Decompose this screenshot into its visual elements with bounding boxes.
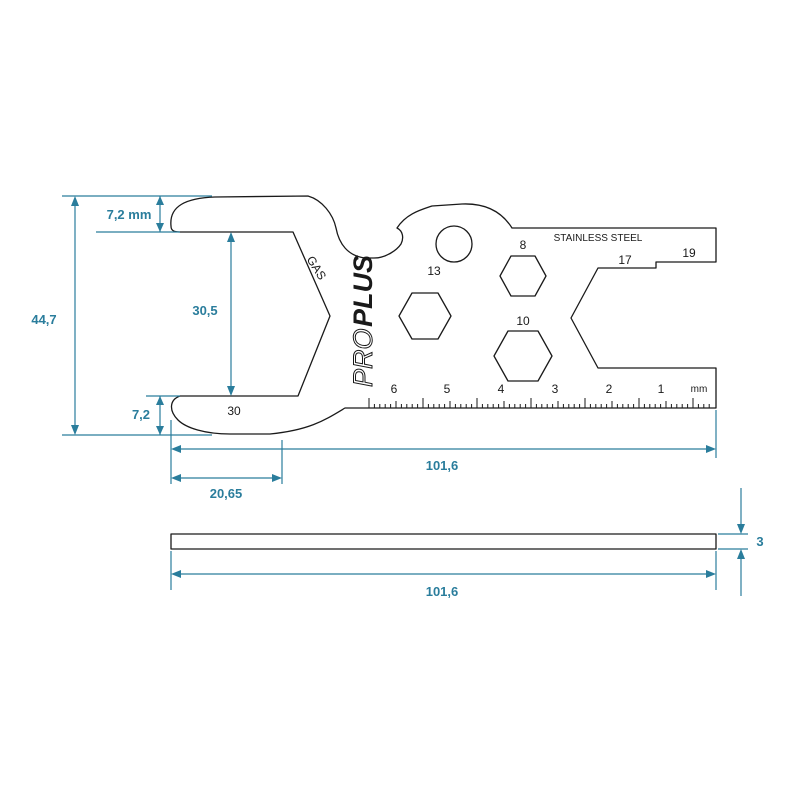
dimension-jaw-depth: 20,65 [171, 474, 282, 501]
ruler-label-2: 2 [606, 382, 613, 396]
material-label: STAINLESS STEEL [554, 233, 643, 244]
dimension-side-length: 101,6 [171, 570, 716, 599]
slot-17-label: 17 [618, 253, 632, 267]
hex-10-cutout [493, 330, 553, 382]
round-hole [435, 225, 473, 263]
thickness-value: 3 [756, 534, 763, 549]
hex-8-label: 8 [520, 238, 527, 252]
hex-13-label: 13 [427, 264, 441, 278]
dimension-thickness: 3 [737, 488, 764, 596]
tool-side-view [170, 533, 717, 550]
hex-10-label: 10 [516, 314, 530, 328]
dimension-total-height: 44,7 [31, 196, 79, 435]
ruler-labels: 6 5 4 3 2 1 mm [391, 382, 708, 396]
slot-19-label: 19 [682, 246, 696, 260]
opening-value: 30,5 [192, 303, 217, 318]
total-height-value: 44,7 [31, 312, 56, 327]
brand-logo: PRO PLUS [348, 255, 379, 388]
tool-outline [170, 195, 717, 435]
upper-jaw-value: 7,2 mm [107, 207, 152, 222]
ruler-label-1: 1 [658, 382, 665, 396]
ruler-label-6: 6 [391, 382, 398, 396]
lower-jaw-value: 7,2 [132, 407, 150, 422]
dimension-upper-jaw: 7,2 mm [107, 196, 164, 232]
hex-8-cutout [499, 255, 547, 297]
ruler-ticks [368, 398, 710, 408]
dimension-length: 101,6 [171, 445, 716, 473]
extension-lines [62, 195, 748, 590]
dimension-lower-jaw: 7,2 [132, 396, 164, 435]
wrench-size-label: 30 [227, 404, 241, 418]
ruler-unit: mm [691, 384, 708, 395]
ruler-label-3: 3 [552, 382, 559, 396]
brand-pro-text: PRO [348, 328, 378, 387]
hex-13-cutout [398, 292, 452, 340]
jaw-depth-value: 20,65 [210, 486, 243, 501]
side-length-value: 101,6 [426, 584, 459, 599]
brand-plus-text: PLUS [348, 255, 378, 327]
dimension-opening: 30,5 [192, 232, 235, 396]
length-value: 101,6 [426, 458, 459, 473]
gas-label: GAS [304, 253, 329, 282]
ruler-label-4: 4 [498, 382, 505, 396]
ruler-label-5: 5 [444, 382, 451, 396]
